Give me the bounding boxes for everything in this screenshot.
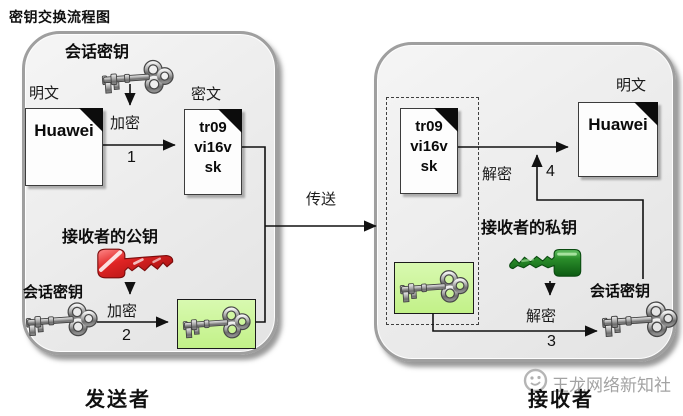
receiver-private-key-label: 接收者的私钥 (481, 220, 578, 237)
plaintext-document: Huawei (25, 108, 103, 186)
folded-corner-icon (218, 109, 242, 133)
cipher-line: sk (204, 159, 222, 176)
receiver-role-label: 接收者 (528, 389, 594, 411)
plaintext-label: 明文 (616, 77, 647, 94)
plaintext-document-text: Huawei (588, 115, 648, 134)
cipher-line: vi16v (194, 139, 232, 156)
step-4-number: 4 (546, 163, 555, 180)
sender-role-label: 发送者 (85, 389, 151, 411)
private-key-icon (507, 246, 583, 279)
encrypted-session-key-icon (398, 268, 469, 307)
cipher-line: vi16v (410, 138, 448, 155)
step-3-number: 3 (547, 333, 556, 350)
session-key-label-top: 会话密钥 (65, 44, 130, 61)
step-1-number: 1 (127, 149, 136, 166)
receiver-public-key-label: 接收者的公钥 (62, 229, 159, 246)
session-key-icon (100, 58, 174, 98)
plaintext-label: 明文 (29, 85, 60, 102)
encrypt-data-label: 加密 (110, 115, 141, 132)
encrypt-key-label: 加密 (107, 303, 138, 320)
folded-corner-icon (79, 108, 103, 132)
session-key-label-receiver: 会话密钥 (590, 283, 651, 300)
encrypted-session-key-box-receiver (394, 262, 474, 314)
public-key-icon (95, 246, 177, 281)
ciphertext-document: tr09 vi16v sk (184, 109, 242, 195)
received-ciphertext-document: tr09 vi16v sk (400, 108, 458, 194)
encrypted-session-key-icon (181, 304, 251, 343)
transfer-label: 传送 (306, 191, 337, 208)
session-key-label-bottom: 会话密钥 (23, 284, 84, 301)
decrypted-plaintext-document: Huawei (578, 102, 658, 177)
page-title: 密钥交换流程图 (9, 9, 111, 25)
decrypt-data-label: 解密 (482, 166, 513, 183)
plaintext-document-text: Huawei (34, 121, 94, 140)
cipher-line: sk (420, 158, 438, 175)
step-2-number: 2 (122, 327, 131, 344)
folded-corner-icon (634, 102, 658, 126)
encrypted-session-key-box-sender (177, 299, 256, 349)
watermark-text: 王龙网络新知社 (552, 376, 671, 395)
folded-corner-icon (434, 108, 458, 132)
brand-logo-icon (523, 368, 548, 393)
session-key-icon (24, 300, 98, 341)
ciphertext-label: 密文 (191, 86, 222, 103)
session-key-icon (600, 299, 678, 342)
decrypt-key-label: 解密 (526, 308, 557, 325)
